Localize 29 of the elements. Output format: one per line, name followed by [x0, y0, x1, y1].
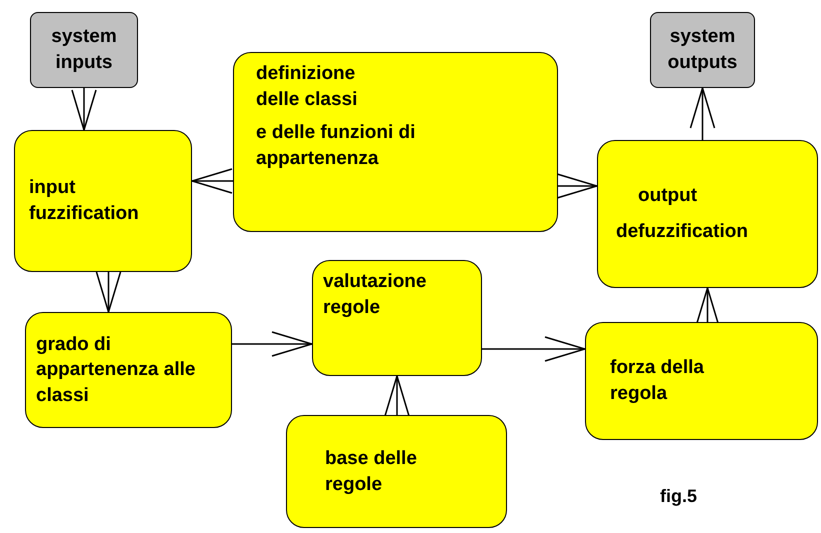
- arrow: [482, 336, 586, 362]
- process-box: [233, 52, 558, 232]
- node-text: output: [637, 184, 698, 208]
- arrow: [71, 88, 97, 131]
- arrow: [556, 173, 598, 199]
- arrow: [384, 375, 410, 417]
- node-text: definizione delle classi: [256, 62, 358, 112]
- process-box: [14, 130, 192, 272]
- node-text: valutazione regole: [323, 270, 428, 320]
- figure-label: fig.5: [660, 486, 698, 507]
- process-box: [585, 322, 818, 440]
- process-box: [286, 415, 507, 528]
- io-box: [30, 12, 138, 88]
- process-box: [25, 312, 232, 428]
- node-text: forza della regola: [610, 356, 705, 406]
- node-text: base delle regole: [325, 446, 418, 496]
- node-text: defuzzification: [616, 220, 749, 244]
- arrow: [191, 168, 233, 194]
- node-text: input fuzzification: [29, 176, 140, 226]
- io-box: [650, 12, 755, 88]
- node-text: grado di appartenenza alle classi: [36, 332, 196, 408]
- process-box: [597, 140, 818, 288]
- arrow: [232, 331, 313, 357]
- node-text: system inputs: [50, 25, 118, 75]
- arrow: [690, 87, 716, 140]
- arrow: [96, 271, 122, 313]
- process-box: [312, 260, 482, 376]
- node-text: e delle funzioni di appartenenza: [256, 121, 416, 171]
- node-text: system outputs: [666, 25, 738, 75]
